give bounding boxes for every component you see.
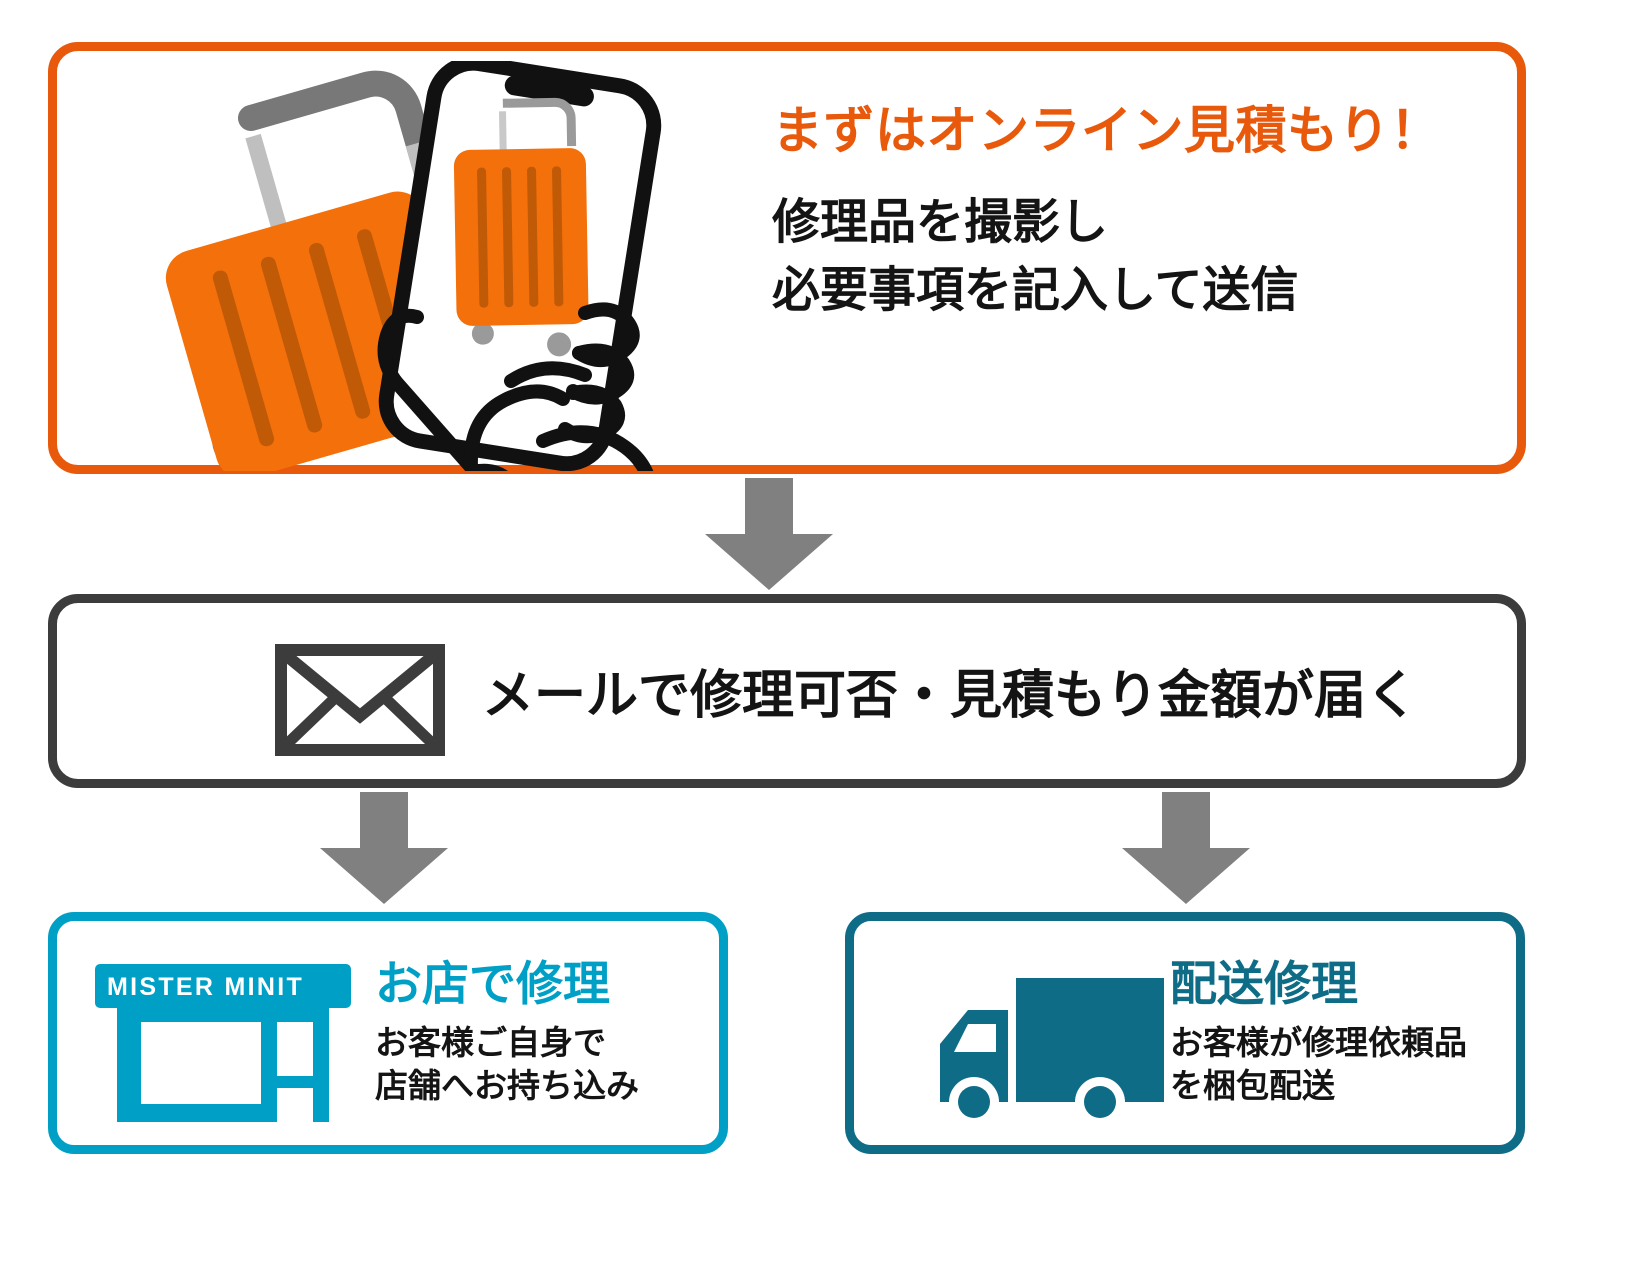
step3-left-text-block: お店で修理 お客様ご自身で 店舗へお持ち込み: [375, 959, 639, 1108]
step3-left-title: お店で修理: [375, 957, 610, 1010]
step1-body-line2: 必要事項を記入して送信: [772, 264, 1299, 318]
delivery-truck-icon: [896, 966, 1164, 1127]
step3-shop-repair-card: MISTER MINIT お店で修理 お客様ご自身で 店舗へお持ち込み: [48, 912, 728, 1154]
step1-body-line1: 修理品を撮影し: [772, 196, 1109, 250]
step1-text-block: まずはオンライン見積もり！ 修理品を撮影し 必要事項を記入して送信: [772, 102, 1492, 325]
storefront-icon: MISTER MINIT: [95, 964, 351, 1122]
arrow-down-step2-to-shop: [320, 792, 448, 904]
arrow-down-step1-to-step2: [705, 478, 833, 590]
step3-delivery-repair-card: 配送修理 お客様が修理依頼品 を梱包配送: [845, 912, 1525, 1154]
step3-right-caption-line1: お客様が修理依頼品: [1170, 1024, 1467, 1062]
arrow-down-step2-to-delivery: [1122, 792, 1250, 904]
step2-email-quote-card: メールで修理可否・見積もり金額が届く: [48, 594, 1526, 788]
step2-label: メールで修理可否・見積もり金額が届く: [482, 667, 1419, 725]
step3-left-caption-line2: 店舗へお持ち込み: [375, 1067, 639, 1105]
suitcase-and-phone-illustration: [87, 55, 747, 514]
step3-right-caption-line2: を梱包配送: [1170, 1067, 1335, 1105]
step3-right-text-block: 配送修理 お客様が修理依頼品 を梱包配送: [1170, 959, 1467, 1108]
step1-online-quote-card: まずはオンライン見積もり！ 修理品を撮影し 必要事項を記入して送信: [48, 42, 1526, 514]
envelope-icon: [275, 644, 445, 756]
step3-right-title: 配送修理: [1170, 957, 1358, 1010]
step3-left-caption-line1: お客様ご自身で: [375, 1024, 606, 1062]
shop-sign-label: MISTER MINIT: [107, 973, 305, 1001]
step1-headline: まずはオンライン見積もり！: [772, 102, 1442, 159]
